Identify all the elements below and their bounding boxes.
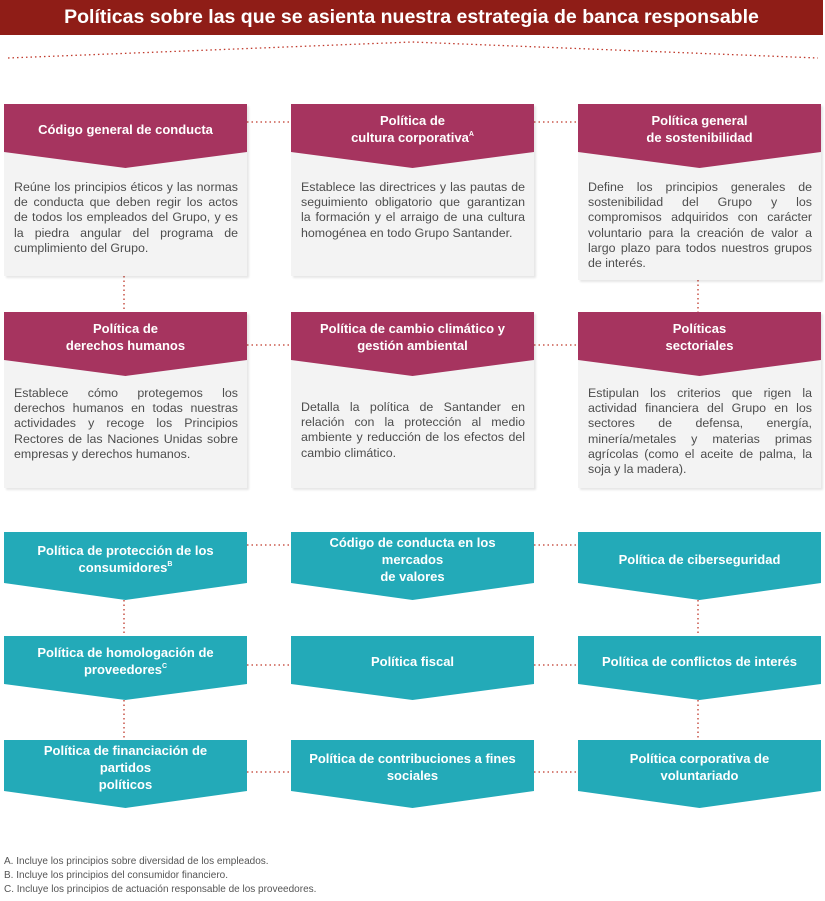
policy-title: Política de ciberseguridad — [618, 551, 781, 567]
policy-title: Política de financiación de partidos pol… — [43, 742, 208, 792]
page-title: Políticas sobre las que se asienta nuest… — [0, 0, 823, 35]
policy-description: Define los principios generales de soste… — [588, 180, 812, 271]
policy-description: Estipulan los criterios que rigen la act… — [588, 386, 812, 477]
policy-description: Establece las directrices y las pautas d… — [301, 180, 525, 240]
policy-header: Política de conflictos de interés — [578, 636, 821, 700]
policy-title: Código de conducta en los mercados de va… — [329, 534, 496, 584]
policy-title: Política de derechos humanos — [65, 321, 186, 353]
footnote: C. Incluye los principios de actuación r… — [4, 884, 317, 895]
policy-title: Política fiscal — [370, 653, 455, 669]
policy-title: Política general de sostenibilidad — [646, 113, 753, 145]
policy-title: Política de conflictos de interés — [601, 653, 798, 669]
top-fan-connector — [7, 41, 819, 59]
policy-description: Detalla la política de Santander en rela… — [301, 400, 525, 460]
footnote: B. Incluye los principios del consumidor… — [4, 870, 228, 881]
policy-header: Política general de sostenibilidad — [578, 104, 821, 168]
policy-header: Código general de conducta — [4, 104, 247, 168]
policy-title: Política de contribuciones a fines socia… — [309, 751, 516, 783]
policy-description: Establece cómo protegemos los derechos h… — [14, 386, 238, 461]
footnote: A. Incluye los principios sobre diversid… — [4, 856, 269, 867]
policy-title: Políticas sectoriales — [665, 321, 734, 353]
policy-description: Reúne los principios éticos y las normas… — [14, 180, 238, 255]
policy-title: Política de protección de los consumidor… — [37, 543, 214, 575]
policy-header: Política de homologación de proveedoresC — [4, 636, 247, 700]
policy-title: Política corporativa de voluntariado — [629, 751, 770, 783]
policy-title: Código general de conducta — [38, 121, 213, 137]
policy-header: Política de cultura corporativaA — [291, 104, 534, 168]
policy-title: Política de cambio climático y gestión a… — [320, 321, 505, 353]
policy-title: Política de cultura corporativaA — [351, 113, 474, 145]
policy-header: Política fiscal — [291, 636, 534, 700]
policy-title: Política de homologación de proveedoresC — [37, 645, 214, 677]
